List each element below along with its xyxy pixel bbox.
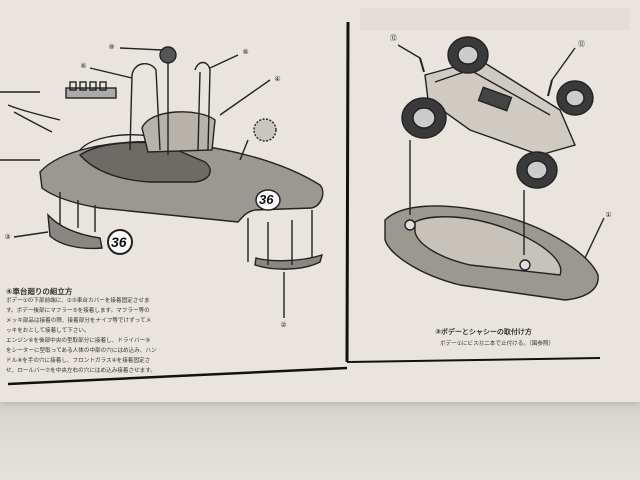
step4-line: す。ボデー後部にマフラー⑤を接着します。マフラー等の [6,308,150,314]
table-surface [0,392,640,480]
step4-heading: ④車台廻りの組立方 [6,287,73,296]
center-divider [345,21,350,363]
hood-number-roundel [107,229,133,255]
side-number: 36 [259,192,274,207]
callout-1: ① [605,211,612,219]
step4-line: ボデー①の下部前端に、②③車台カバーを接着固定させま [6,298,150,304]
step4-line: エンジン⑥を後部中央の型取部分に接着し、ドライバー⑨ [6,338,151,344]
instruction-sheet: ⑨ ⑧ ⑥ ④ ③ ② ⑫ ⑫ ① 36 36 ④車台廻りの組立方 ボデー①の下… [0,0,640,402]
callout-4: ④ [274,75,281,83]
chassis-diagram [384,36,605,301]
callout-6: ⑥ [80,62,87,70]
step4-line: メッキ部品は接着の際、接着部分をナイフ等でけずってメ [6,318,152,324]
side-number-roundel [255,189,281,211]
callout-12-left: ⑫ [390,34,397,42]
assembly-diagrams [0,21,605,386]
callout-12-right: ⑫ [578,40,585,48]
hood-number: 36 [111,234,127,250]
step4-line: ドル⑧を手の穴に接着し、フロントガラス④を接着固定さ [6,358,151,364]
car-body-diagram [0,46,324,318]
callout-9: ⑨ [108,43,115,51]
step3-instructions: ボデー①にビス⑫二本で止付ける。（図参照） [440,341,555,347]
bottom-rule-left [7,366,348,386]
step4-instructions: ボデー①の下部前端に、②③車台カバーを接着固定させま す。ボデー後部にマフラー⑤… [6,296,206,376]
step3-heading: ③ボデーとシャシーの取付け方 [435,328,532,336]
step4-line: をシーターに型取ってある人体の中部の穴にはめ込み、ハン [6,348,157,354]
callout-8: ⑧ [242,48,249,56]
step4-line: ッキをおとして接着して下さい。 [6,328,90,334]
callout-2: ② [280,321,287,329]
bottom-rule-right [346,357,601,363]
step4-line: せ、ロールバー⑦を中央左右の穴にはめ込み接着させます。 [6,368,156,374]
callout-3: ③ [4,233,11,241]
